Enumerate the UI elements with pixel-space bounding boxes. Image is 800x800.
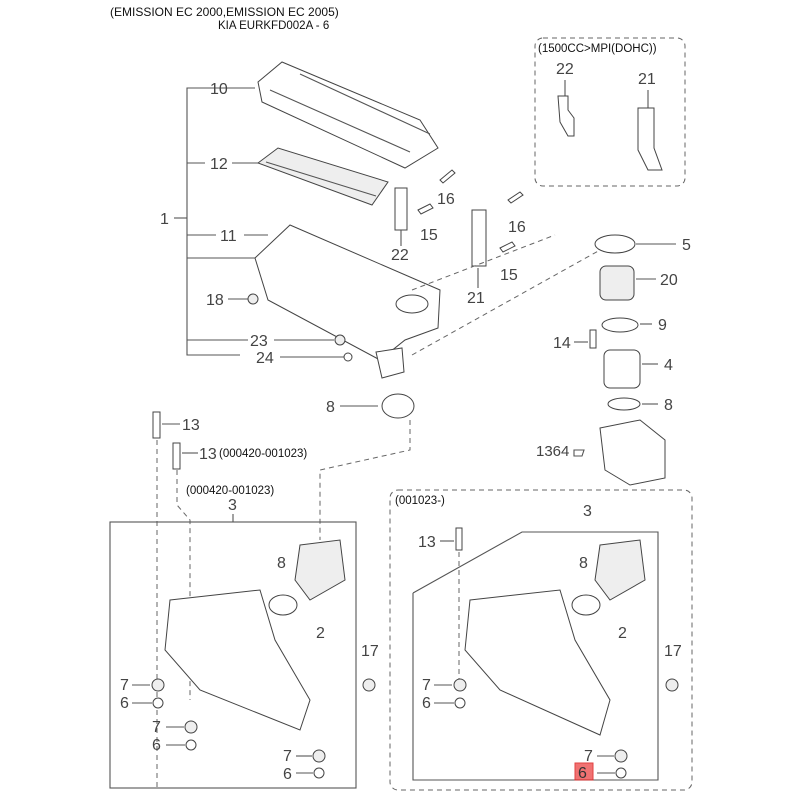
label-4[interactable]: 4 [664, 357, 673, 374]
header-code: KIA EURKFD002A - 6 [218, 20, 329, 32]
right-variant-box [389, 489, 693, 791]
label-5[interactable]: 5 [682, 237, 691, 254]
bracket-22 [394, 187, 408, 231]
label-9[interactable]: 9 [658, 317, 667, 334]
clamp-9 [601, 317, 639, 333]
gasket-5 [594, 234, 636, 254]
label-12[interactable]: 12 [210, 156, 228, 173]
air-filter-element [256, 147, 389, 206]
outlet-duct [375, 347, 405, 379]
label-8-right[interactable]: 8 [579, 555, 588, 572]
hose-2-right [594, 539, 646, 601]
label-1[interactable]: 1 [160, 211, 169, 228]
label-7a-left[interactable]: 7 [120, 677, 129, 694]
label-7b-right[interactable]: 7 [584, 748, 593, 765]
left-variant-note: (000420-001023) [186, 485, 274, 497]
label-13-right[interactable]: 13 [418, 534, 436, 551]
label-14[interactable]: 14 [553, 335, 571, 352]
air-duct-left [164, 589, 311, 731]
bolt-16b [507, 191, 524, 204]
label-15a[interactable]: 15 [420, 227, 438, 244]
mpi-variant-box [534, 37, 686, 187]
part-24 [343, 352, 353, 362]
label-1364[interactable]: 1364 [536, 443, 569, 460]
label-13b[interactable]: 13 [199, 446, 217, 463]
label-16b[interactable]: 16 [508, 219, 526, 236]
nut-17-left [362, 678, 376, 692]
hose-4 [603, 349, 641, 389]
label-16a[interactable]: 16 [437, 191, 455, 208]
bolt-14 [589, 329, 597, 349]
label-23[interactable]: 23 [250, 333, 268, 350]
label-7a-right[interactable]: 7 [422, 677, 431, 694]
header-emission: (EMISSION EC 2000,EMISSION EC 2005) [110, 5, 339, 19]
bracket-21-mpi [637, 107, 663, 171]
label-2-right[interactable]: 2 [618, 625, 627, 642]
label-22[interactable]: 22 [391, 247, 409, 264]
air-flow-sensor-20 [599, 265, 635, 301]
label-10[interactable]: 10 [210, 81, 228, 98]
clamp-8-mid [381, 393, 415, 419]
right-variant-note: (001023-) [395, 495, 445, 507]
bolt-15b [499, 241, 516, 253]
bolt-13-variant-note: (000420-001023) [219, 448, 307, 460]
highlight-marker [574, 762, 594, 781]
part-18 [247, 293, 259, 305]
label-7b-left[interactable]: 7 [152, 719, 161, 736]
label-8-top[interactable]: 8 [664, 397, 673, 414]
nut-17-right [665, 678, 679, 692]
bolt-13b [172, 442, 181, 470]
bolt-15a [417, 203, 434, 215]
bracket-21 [471, 209, 487, 267]
air-cleaner-cover [257, 61, 439, 169]
label-13a[interactable]: 13 [182, 417, 200, 434]
label-15b[interactable]: 15 [500, 267, 518, 284]
clamp-8-right [571, 594, 601, 616]
label-3-left[interactable]: 3 [228, 497, 237, 514]
bolt-13a [152, 411, 161, 439]
label-20[interactable]: 20 [660, 272, 678, 289]
label-8-mid[interactable]: 8 [326, 399, 335, 416]
bolt-13-right [455, 527, 463, 551]
air-duct-right [464, 589, 611, 736]
label-2-left[interactable]: 2 [316, 625, 325, 642]
label-8-left[interactable]: 8 [277, 555, 286, 572]
label-6b-right[interactable]: 6 [578, 765, 587, 782]
label-7c-left[interactable]: 7 [283, 748, 292, 765]
label-21-mpi[interactable]: 21 [638, 71, 656, 88]
label-6c-left[interactable]: 6 [283, 766, 292, 783]
label-21[interactable]: 21 [467, 290, 485, 307]
throttle-body [599, 419, 666, 486]
clamp-8 [607, 397, 641, 411]
label-18[interactable]: 18 [206, 292, 224, 309]
label-11[interactable]: 11 [220, 228, 237, 245]
air-cleaner-body [254, 224, 441, 361]
hose-2-left [294, 539, 346, 601]
label-6a-right[interactable]: 6 [422, 695, 431, 712]
label-17-left[interactable]: 17 [361, 643, 379, 660]
part-23 [334, 334, 346, 346]
label-17-right[interactable]: 17 [664, 643, 682, 660]
label-6b-left[interactable]: 6 [152, 737, 161, 754]
label-6a-left[interactable]: 6 [120, 695, 129, 712]
label-22-mpi[interactable]: 22 [556, 61, 574, 78]
label-24[interactable]: 24 [256, 350, 274, 367]
clamp-8-left [268, 594, 298, 616]
bracket-22-mpi [557, 95, 575, 137]
bolt-16a [439, 169, 456, 184]
label-3-right[interactable]: 3 [583, 503, 592, 520]
mpi-variant-note: (1500CC>MPI(DOHC)) [538, 43, 657, 55]
